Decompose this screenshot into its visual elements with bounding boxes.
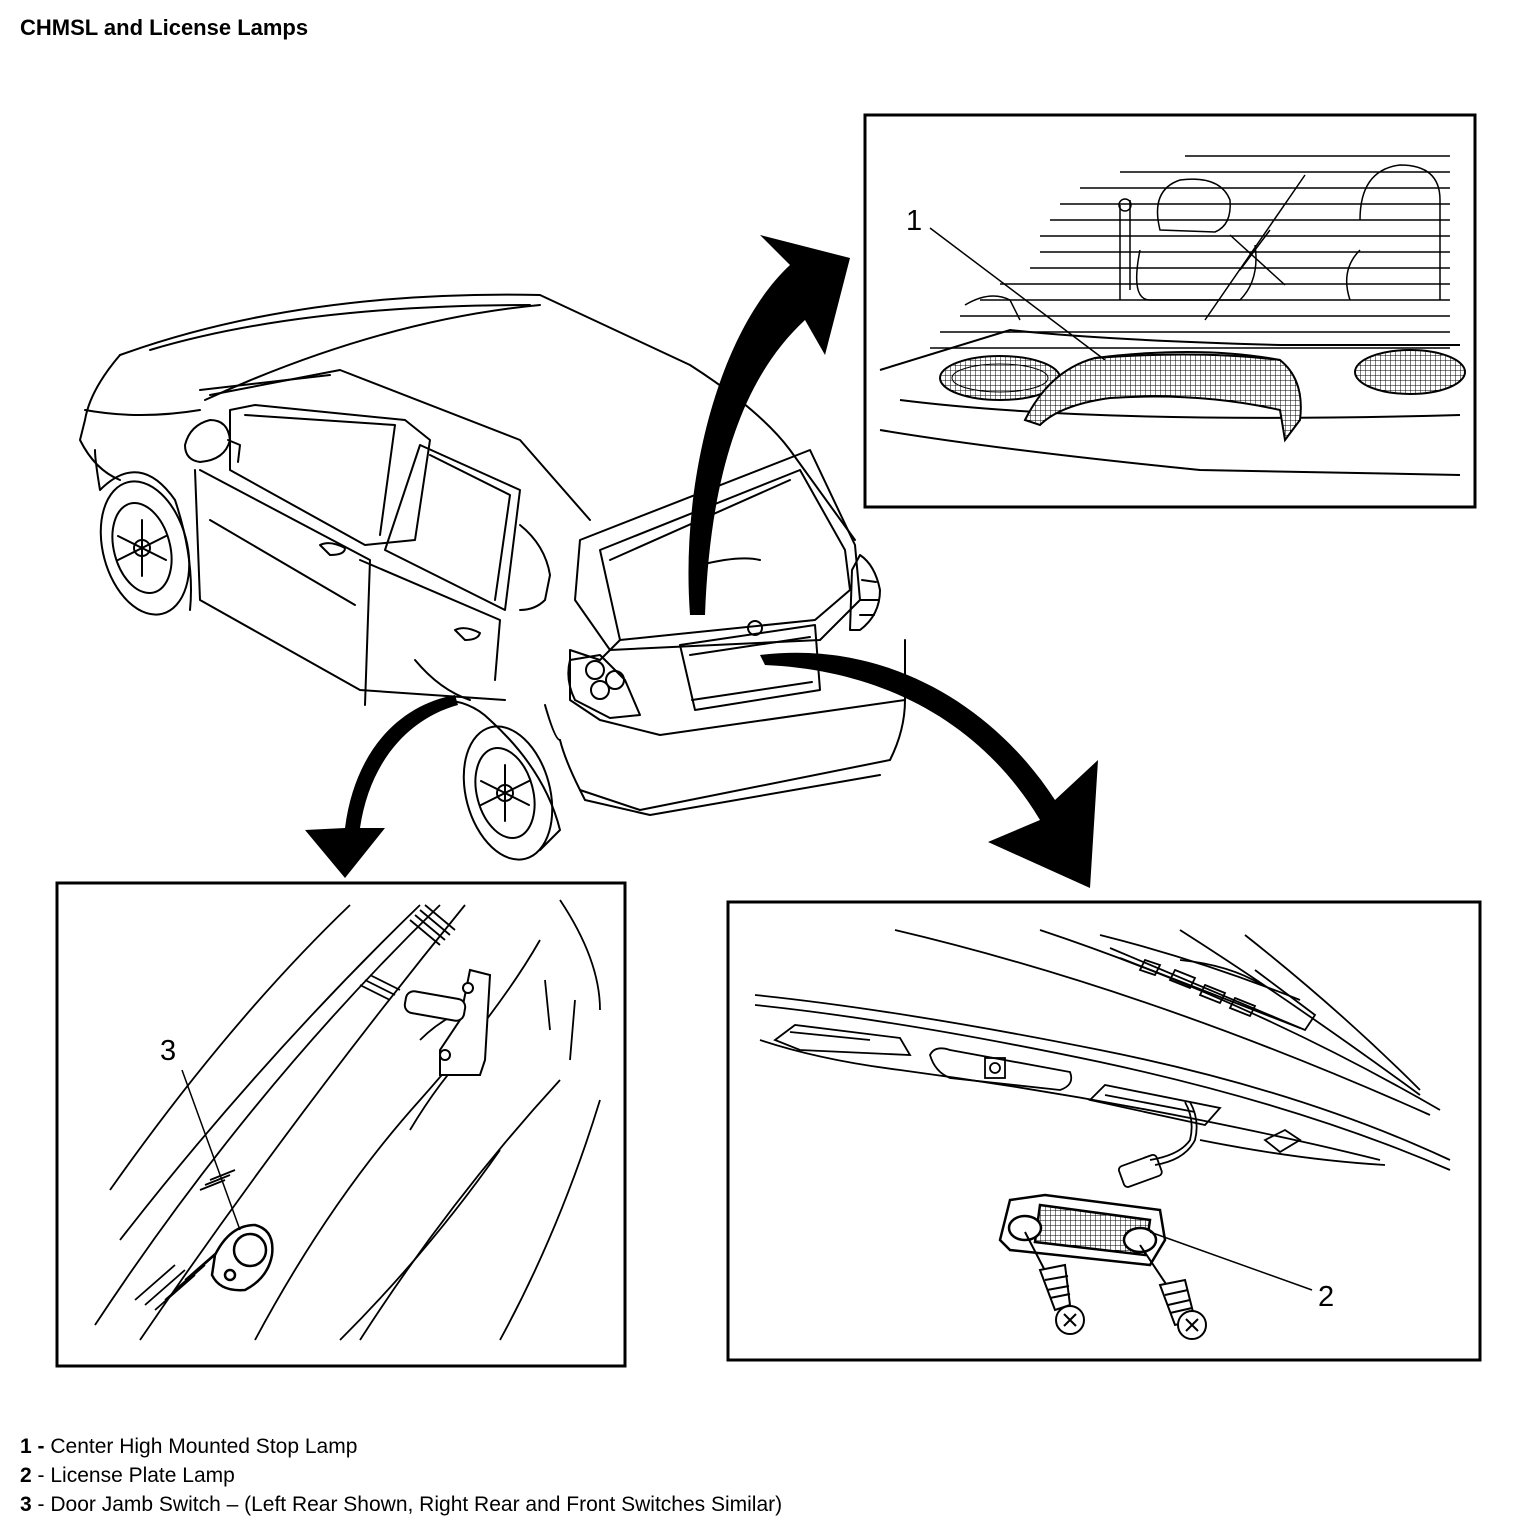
inset-license-lamp: 2 [726,900,1482,1362]
legend-text: Center High Mounted Stop Lamp [50,1435,358,1458]
legend-item: 3 - Door Jamb Switch – (Left Rear Shown,… [20,1490,782,1519]
callout-2: 2 [1318,1281,1334,1313]
legend-item: 2 - License Plate Lamp [20,1461,782,1490]
legend-item: 1 - Center High Mounted Stop Lamp [20,1432,782,1461]
legend-separator: - [31,1464,51,1487]
legend: 1 - Center High Mounted Stop Lamp 2 - Li… [20,1432,782,1519]
callout-1: 1 [906,205,922,237]
legend-number: 1 [20,1435,32,1458]
legend-text: License Plate Lamp [50,1464,235,1487]
legend-separator: - [31,1493,51,1516]
legend-text: Door Jamb Switch – (Left Rear Shown, Rig… [50,1493,783,1516]
diagram-illustration: 1 [55,113,1482,1368]
diagram-title: CHMSL and License Lamps [20,15,309,40]
arrow-to-chmsl [688,235,850,615]
inset-chmsl: 1 [863,113,1477,509]
vehicle-drawing [79,293,906,861]
arrow-to-door-jamb [305,695,458,878]
callout-3: 3 [160,1035,176,1067]
legend-number: 2 [20,1464,32,1487]
inset-door-jamb: 3 [55,881,627,1368]
arrow-to-license-lamp [760,652,1098,888]
legend-number: 3 [20,1493,32,1516]
legend-separator: - [31,1435,51,1458]
